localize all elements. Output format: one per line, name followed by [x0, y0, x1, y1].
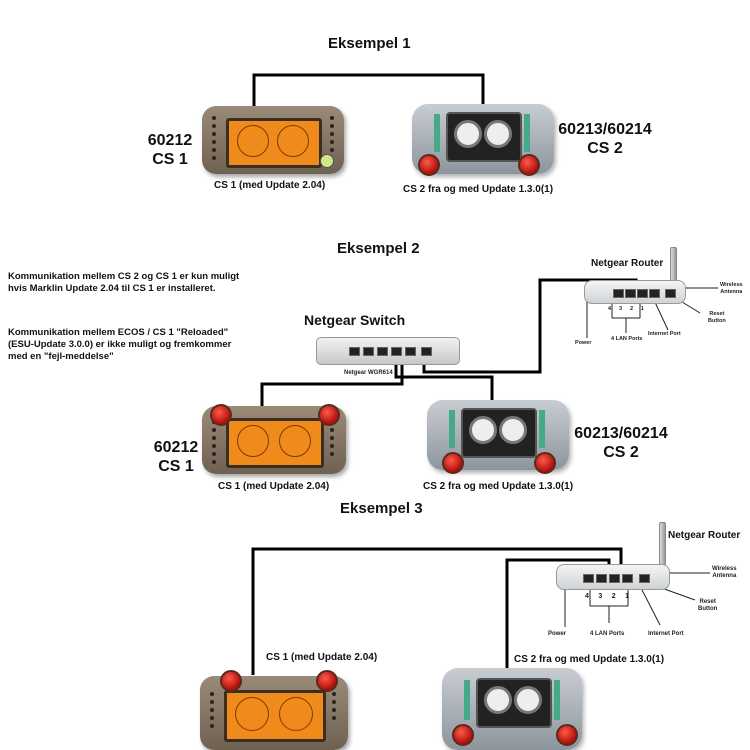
cs1-name: CS 1 [152, 151, 188, 168]
cs2-red-knob [556, 724, 578, 746]
note1-line1: Kommunikation mellem CS 2 og CS 1 er kun… [8, 271, 240, 282]
cs1-red-knob [316, 670, 338, 692]
example3-router-title: Netgear Router [668, 530, 741, 541]
netgear-switch [316, 337, 460, 365]
switch-model: Netgear WGR614 [344, 370, 393, 376]
note2-line2: (ESU-Update 3.0.0) er ikke muligt og fre… [8, 339, 232, 350]
example1-cs1-label: 60212 CS 1 [140, 131, 200, 169]
cs2-model: 60213/60214 [558, 121, 652, 138]
netgear-router-ex2 [584, 280, 686, 304]
cs2-name: CS 2 [587, 140, 623, 157]
example3-cs2-caption: CS 2 fra og med Update 1.3.0(1) [514, 654, 665, 665]
example2-cs1-caption: CS 1 (med Update 2.04) [218, 481, 330, 492]
example1-cs1-caption: CS 1 (med Update 2.04) [214, 180, 326, 191]
example1-cs2-label: 60213/60214 CS 2 [550, 120, 660, 158]
example2-router-title: Netgear Router [591, 258, 664, 269]
router-power-label: Power [548, 631, 567, 637]
router-lan-label: 4 LAN Ports [590, 631, 625, 637]
example3-title: Eksempel 3 [340, 500, 423, 517]
example2-note2: Kommunikation mellem ECOS / CS 1 "Reload… [8, 327, 298, 363]
cs2-red-knob [518, 154, 540, 176]
note1-line2: hvis Marklin Update 2.04 til CS 1 er ins… [8, 283, 216, 294]
netgear-router-ex3 [556, 564, 670, 590]
example2-title: Eksempel 2 [337, 240, 420, 257]
cable-switch-cs1 [260, 358, 404, 407]
cs1-device-ex1 [202, 106, 344, 174]
cs2-model: 60213/60214 [574, 425, 668, 442]
cs2-red-knob [452, 724, 474, 746]
example2-cs2-caption: CS 2 fra og med Update 1.3.0(1) [423, 481, 574, 492]
cs1-model: 60212 [147, 132, 193, 149]
cs1-device-ex2 [202, 406, 346, 474]
cs1-name: CS 1 [158, 458, 194, 475]
cable-router-cs1 [251, 547, 623, 675]
example2-cs1-label: 60212 CS 1 [146, 438, 206, 476]
router-lan-label: 4 LAN Ports [611, 336, 643, 342]
cs1-red-knob [220, 670, 242, 692]
router-power-label: Power [575, 340, 592, 346]
note2-line3: med en "fejl-meddelse" [8, 351, 114, 362]
cs1-red-knob [318, 404, 340, 426]
example3-cs1-caption: CS 1 (med Update 2.04) [266, 652, 378, 663]
example1-cs2-caption: CS 2 fra og med Update 1.3.0(1) [403, 184, 554, 195]
cs2-red-knob [442, 452, 464, 474]
router-internet-label: Internet Port [648, 331, 681, 337]
cs2-red-knob [418, 154, 440, 176]
example2-note1: Kommunikation mellem CS 2 og CS 1 er kun… [8, 271, 298, 295]
cs2-name: CS 2 [603, 444, 639, 461]
cable-switch-cs2 [394, 358, 494, 401]
cs1-red-knob [210, 404, 232, 426]
cs2-red-knob [534, 452, 556, 474]
note2-line1: Kommunikation mellem ECOS / CS 1 "Reload… [8, 327, 229, 338]
example1-title: Eksempel 1 [328, 35, 411, 52]
router-internet-label: Internet Port [648, 631, 684, 637]
cable-ex1 [252, 73, 485, 108]
cs1-model: 60212 [153, 439, 199, 456]
example2-cs2-label: 60213/60214 CS 2 [566, 424, 676, 462]
switch-title: Netgear Switch [304, 312, 406, 328]
